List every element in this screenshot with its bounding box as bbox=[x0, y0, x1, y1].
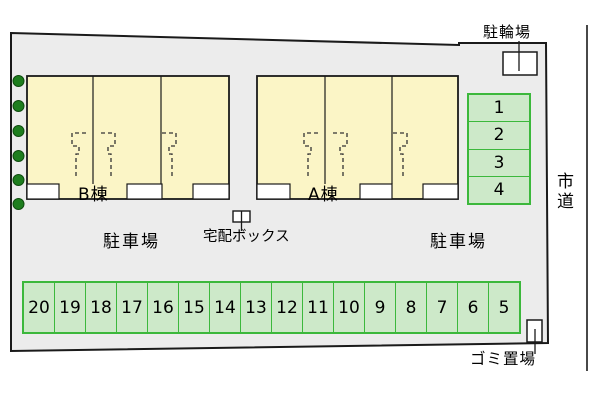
entry-dashed-mark bbox=[162, 132, 177, 177]
parking-spot: 18 bbox=[85, 283, 116, 332]
entry-dashed-mark bbox=[393, 132, 408, 177]
shrub-row bbox=[12, 75, 25, 210]
building-a bbox=[256, 75, 459, 200]
porch-notch bbox=[359, 183, 393, 200]
garbage-area-label: ゴミ置場 bbox=[470, 350, 537, 368]
bicycle-parking-box bbox=[502, 51, 538, 76]
parking-column-right: 1 2 3 4 bbox=[467, 93, 531, 205]
entry-dashed-mark bbox=[333, 132, 348, 177]
porch-notch bbox=[422, 183, 459, 200]
building-a-label: A棟 bbox=[308, 185, 339, 205]
building-a-body bbox=[256, 75, 459, 200]
parking-spot: 20 bbox=[28, 297, 50, 318]
shrub-icon bbox=[12, 125, 25, 137]
parking-spot: 19 bbox=[54, 283, 85, 332]
parking-lot-label-left: 駐車場 bbox=[103, 232, 160, 252]
parking-spot: 6 bbox=[457, 283, 488, 332]
porch-notch bbox=[126, 183, 163, 200]
parking-spot: 14 bbox=[209, 283, 240, 332]
shrub-icon bbox=[12, 100, 25, 112]
shrub-icon bbox=[12, 150, 25, 162]
bicycle-parking-label: 駐輪場 bbox=[483, 23, 532, 41]
parking-spot: 7 bbox=[426, 283, 457, 332]
delivery-box-label: 宅配ボックス bbox=[203, 229, 290, 245]
building-b bbox=[26, 75, 230, 200]
entry-dashed-mark bbox=[303, 132, 318, 177]
parking-spot: 11 bbox=[302, 283, 333, 332]
porch-notch bbox=[256, 183, 291, 200]
shrub-icon bbox=[12, 174, 25, 186]
building-b-label: B棟 bbox=[78, 185, 109, 205]
building-b-body bbox=[26, 75, 230, 200]
parking-spot: 3 bbox=[469, 148, 529, 176]
parking-spot: 9 bbox=[364, 283, 395, 332]
parking-spot: 2 bbox=[469, 121, 529, 148]
parking-lot-label-right: 駐車場 bbox=[430, 232, 487, 252]
parking-spot: 12 bbox=[271, 283, 302, 332]
parking-spot: 4 bbox=[469, 175, 529, 203]
parking-spot: 13 bbox=[240, 283, 271, 332]
entry-dashed-mark bbox=[101, 132, 116, 177]
parking-spot: 1 bbox=[493, 98, 505, 119]
parking-spot: 5 bbox=[488, 283, 519, 332]
porch-notch bbox=[192, 183, 230, 200]
city-road-label: 市道 bbox=[553, 172, 573, 212]
shrub-icon bbox=[12, 198, 25, 210]
parking-spot: 10 bbox=[333, 283, 364, 332]
parking-spot: 15 bbox=[178, 283, 209, 332]
parking-spot: 16 bbox=[147, 283, 178, 332]
entry-dashed-mark bbox=[71, 132, 86, 177]
shrub-icon bbox=[12, 75, 25, 87]
parking-spot: 8 bbox=[395, 283, 426, 332]
porch-notch bbox=[26, 183, 60, 200]
parking-spot: 17 bbox=[116, 283, 147, 332]
parking-row-bottom: 20 19 18 17 16 15 14 13 12 11 10 9 8 7 6… bbox=[22, 281, 521, 334]
